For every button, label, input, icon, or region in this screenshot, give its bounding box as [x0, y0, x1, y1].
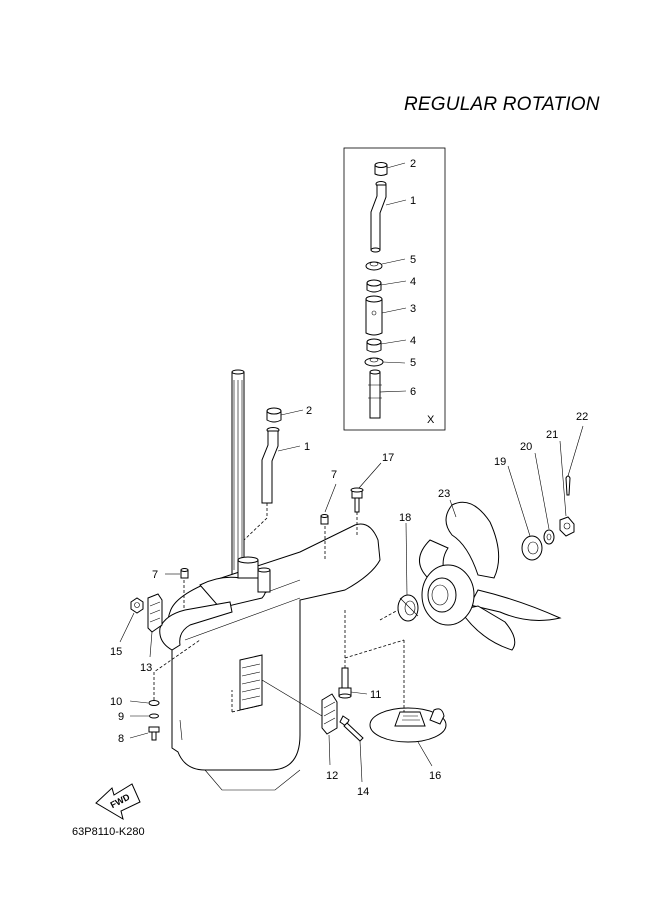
washer-9 — [149, 713, 159, 719]
inset-part-1-water-tube — [370, 181, 387, 253]
callout-main-15: 15 — [110, 646, 122, 658]
water-intake-grille — [239, 654, 263, 711]
main-part-1-water-tube — [261, 427, 280, 504]
callout-inset-5b: 5 — [410, 357, 416, 369]
forward-arrow: FWD — [95, 783, 141, 821]
inset-part-3-sleeve — [365, 295, 383, 336]
diagram-code: 63P8110-K280 — [72, 826, 145, 838]
callout-main-22: 22 — [576, 411, 588, 423]
callout-main-19: 19 — [494, 456, 506, 468]
inset-part-5-grommet-a — [365, 261, 383, 271]
screw-14 — [339, 715, 364, 742]
dowel-pin-upper — [320, 514, 329, 525]
callout-main-9: 9 — [118, 711, 124, 723]
callout-inset-3: 3 — [410, 303, 416, 315]
trim-tab-anode-16 — [369, 707, 447, 743]
callout-inset-5a: 5 — [410, 254, 416, 266]
washer-20 — [543, 529, 555, 545]
callout-inset-4a: 4 — [410, 276, 416, 288]
inset-detail-box: X — [343, 147, 446, 431]
callout-main-13: 13 — [140, 662, 152, 674]
callout-main-7a: 7 — [331, 469, 337, 481]
callout-main-7b: 7 — [152, 569, 158, 581]
bolt-17 — [350, 487, 364, 513]
callout-main-21: 21 — [546, 429, 558, 441]
callout-inset-2: 2 — [410, 158, 416, 170]
callout-main-2: 2 — [306, 405, 312, 417]
lower-case-housing — [159, 369, 381, 791]
thrust-hub-19 — [521, 535, 543, 561]
callout-main-11: 11 — [370, 689, 381, 701]
propeller-23 — [419, 501, 562, 651]
washer-10 — [148, 700, 160, 706]
bracket-13 — [147, 593, 163, 633]
callout-inset-1: 1 — [410, 195, 416, 207]
inset-part-6-pipe — [368, 369, 382, 419]
callout-main-16: 16 — [429, 770, 441, 782]
inset-part-2-cap — [374, 162, 388, 176]
callout-inset-6: 6 — [410, 386, 416, 398]
inset-part-5-grommet-b — [364, 357, 384, 367]
callout-main-23: 23 — [438, 488, 450, 500]
callout-inset-4b: 4 — [410, 335, 416, 347]
callout-main-20: 20 — [520, 441, 532, 453]
callout-main-8: 8 — [118, 733, 124, 745]
inset-label: X — [427, 414, 435, 426]
inset-part-4-seal-b — [366, 338, 382, 353]
nut-15 — [130, 597, 144, 614]
callout-main-10: 10 — [110, 696, 122, 708]
cotter-pin-22 — [565, 475, 571, 496]
anode-12 — [321, 693, 338, 735]
callout-main-18: 18 — [399, 512, 411, 524]
dowel-pin-left — [180, 568, 189, 579]
main-part-2-cap — [266, 407, 282, 423]
inset-part-4-seal-a — [366, 279, 382, 293]
castle-nut-21 — [559, 516, 575, 537]
diagram-title: REGULAR ROTATION — [404, 94, 600, 115]
drive-shaft — [231, 369, 245, 576]
callout-main-14: 14 — [357, 786, 369, 798]
callout-main-12: 12 — [326, 770, 338, 782]
callout-main-1: 1 — [304, 441, 310, 453]
callout-main-17: 17 — [382, 452, 394, 464]
spacer-18 — [397, 594, 419, 622]
screw-8 — [148, 726, 160, 741]
bolt-11 — [338, 667, 352, 699]
